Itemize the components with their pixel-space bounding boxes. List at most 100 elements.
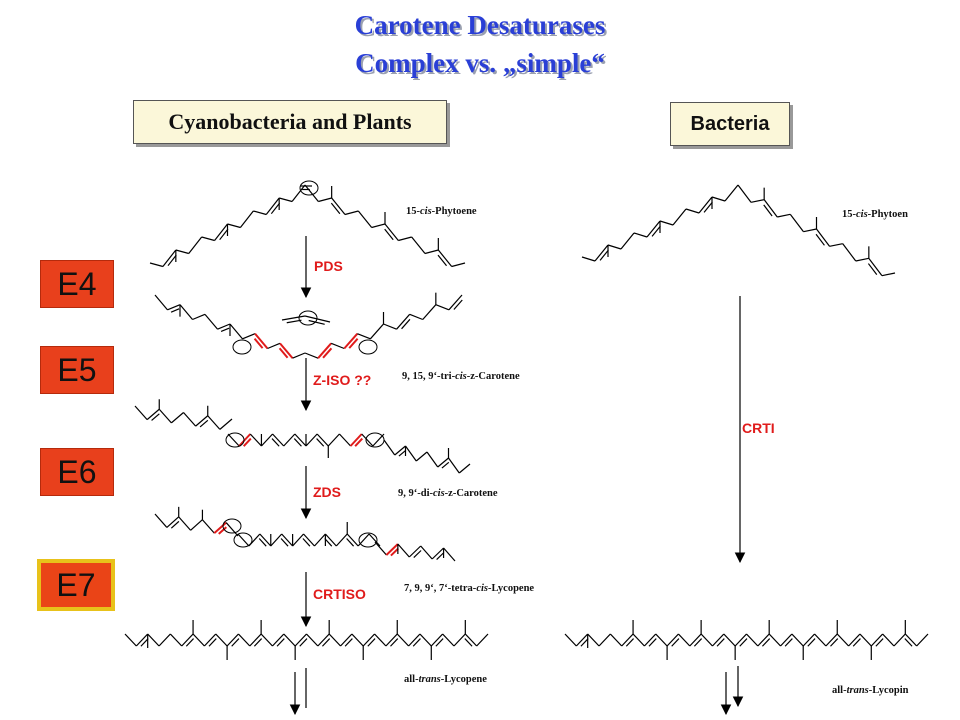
molecule-zeta-dicis-a-bond [134, 405, 148, 421]
molecule-lycopene-trans-right-double-bond [761, 638, 771, 647]
molecule-lycopene-trans-left-double-bond [390, 638, 399, 647]
molecule-zeta-dicis-b-bond [283, 433, 296, 447]
molecule-zeta-dicis-c-bond [383, 439, 396, 456]
molecule-lycopene-trans-right-bond [768, 633, 781, 647]
molecule-lycopene-tetracis-b-isomer-circle [358, 532, 378, 548]
molecule-lycopene-trans-left-bond [283, 633, 296, 647]
molecule-zeta-tricis-b-bond [369, 323, 384, 340]
compound-label-lycopene-trans-right: all-trans-Lycopin [832, 685, 909, 696]
molecule-phytoene-left-b-bond [451, 262, 466, 268]
compound-label-phytoene-left: 15-cis-Phytoene [406, 206, 477, 217]
molecule-lycopene-trans-right-double-bond [875, 638, 884, 647]
molecule-lycopene-trans-left-bond [385, 633, 398, 647]
molecule-phytoene-left-a-bond [279, 197, 293, 203]
molecule-zeta-dicis-b-double-bond [242, 437, 252, 447]
molecule-lycopene-trans-right-bond [734, 633, 747, 647]
molecule-zeta-tricis-top-double-bond [308, 319, 325, 325]
molecule-lycopene-trans-right-bond [598, 633, 611, 647]
molecule-lycopene-trans-left-bond [215, 633, 228, 647]
molecule-phytoene-right-a-bond [698, 196, 713, 214]
molecule-lycopene-trans-left-bond [192, 633, 205, 647]
enzyme-label-zds: ZDS [313, 484, 341, 500]
molecule-lycopene-tetracis-a-bond [154, 513, 168, 528]
molecule-zeta-tricis-top-bond [281, 315, 306, 321]
molecule-phytoene-right-b-bond [737, 184, 752, 203]
molecule-lycopene-trans-left-double-bond [367, 638, 376, 647]
molecule-lycopene-tetracis-b-double-bond [346, 538, 355, 547]
molecule-phytoene-left-a-double-bond [167, 254, 177, 267]
molecule-phytoene-right-a-bond [672, 208, 687, 226]
molecule-phytoene-left-b-bond [398, 236, 412, 242]
molecule-zeta-tricis-b-bond [448, 294, 463, 311]
molecule-lycopene-trans-right-bond [859, 633, 872, 647]
group-label-cyanobacteria-plants: Cyanobacteria and Plants [133, 100, 447, 144]
page-title: Carotene Desaturases [354, 10, 606, 40]
molecule-zeta-tricis-a-double-bond [253, 337, 264, 349]
molecule-phytoene-left-b-double-bond [437, 254, 448, 267]
molecule-zeta-tricis-a-bond [204, 313, 218, 330]
stage-box-e7: E7 [37, 559, 115, 611]
molecule-lycopene-tetracis-b-bond [357, 533, 370, 547]
molecule-phytoene-right-a-bond [724, 184, 739, 202]
molecule-lycopene-trans-left-double-bond [140, 638, 149, 647]
molecule-lycopene-tetracis-c-bond [385, 543, 399, 556]
molecule-zeta-dicis-a-bond [158, 408, 172, 424]
molecule-zeta-dicis-b-bond [338, 433, 352, 447]
molecule-lycopene-trans-left-bond [430, 633, 444, 647]
molecule-lycopene-trans-right-bond [814, 633, 827, 647]
molecule-lycopene-trans-left-bond [328, 633, 341, 647]
molecule-lycopene-trans-right-bond [723, 633, 736, 647]
molecule-lycopene-trans-left-double-bond [344, 638, 353, 647]
molecule-zeta-tricis-a-bond [179, 304, 193, 320]
molecule-lycopene-trans-left-double-bond [185, 638, 195, 647]
molecule-lycopene-trans-left-bond [249, 633, 262, 647]
molecule-lycopene-tetracis-c-bond [408, 545, 422, 558]
molecule-zeta-tricis-a-double-bond [170, 308, 180, 313]
molecule-zeta-tricis-a-double-bond [278, 347, 289, 359]
molecule-zeta-dicis-a [134, 399, 233, 430]
molecule-zeta-dicis-b-bond [272, 433, 285, 447]
compound-label-zeta-carotene-dicis: 9, 9‘-di-cis-z-Carotene [398, 488, 498, 499]
molecule-zeta-tricis-b-bond [435, 304, 450, 311]
molecule-phytoene-left-a [149, 184, 306, 268]
molecule-lycopene-trans-left-bond [272, 633, 285, 647]
molecule-lycopene-trans-left-bond [135, 633, 149, 647]
molecule-lycopene-tetracis-c-bond [431, 547, 444, 560]
molecule-lycopene-trans-right-bond [666, 633, 679, 647]
molecule-lycopene-tetracis-b-bond [346, 533, 359, 547]
stage-box-e6: E6 [40, 448, 114, 496]
molecule-phytoene-right-b-bond [881, 272, 896, 277]
molecule-zeta-tricis-b-bond [409, 313, 423, 321]
molecule-phytoene-right-b-double-bond [867, 263, 878, 276]
molecule-lycopene-tetracis-b-bond [335, 533, 348, 547]
molecule-zeta-tricis-a-double-bond [220, 327, 230, 333]
molecule-zeta-tricis-top [281, 310, 331, 326]
molecule-lycopene-trans-right-bond [575, 633, 589, 647]
molecule-lycopene-trans-right-bond [621, 633, 634, 647]
group-label-bacteria: Bacteria [670, 102, 790, 146]
molecule-lycopene-trans-left-bond [226, 633, 239, 647]
molecule-phytoene-left-a-bond [162, 249, 177, 267]
molecule-phytoene-left-a-bond [291, 184, 306, 202]
molecule-lycopene-trans-right-bond [791, 633, 804, 647]
molecule-phytoene-right-b-double-bond [815, 233, 825, 246]
molecule-lycopene-trans-left-bond [453, 633, 466, 647]
molecule-phytoene-right-a-double-bond [703, 201, 713, 213]
molecule-zeta-tricis-b-bond [317, 342, 332, 359]
molecule-lycopene-tetracis-b-bond [368, 533, 381, 547]
molecule-zeta-tricis-b-bond [422, 304, 437, 320]
molecule-lycopene-tetracis-c-double-bond [436, 552, 445, 560]
molecule-lycopene-tetracis-b-bond [281, 533, 294, 547]
molecule-zeta-dicis-b-bond [238, 433, 252, 447]
molecule-lycopene-tetracis-c-double-bond [390, 547, 399, 557]
molecule-lycopene-trans-left-bond [442, 633, 455, 647]
molecule-zeta-tricis-b-bond [343, 333, 359, 350]
molecule-zeta-dicis-a-bond [195, 415, 209, 427]
stage-box-e5: E5 [40, 346, 114, 394]
molecule-lycopene-trans-right-bond [757, 633, 770, 647]
page-subtitle: Complex vs. „simple“ [355, 48, 605, 78]
molecule-phytoene-left-b-bond [344, 210, 359, 216]
molecule-zeta-tricis-b-double-bond [348, 337, 359, 349]
molecule-zeta-dicis-b-bond [260, 433, 274, 447]
molecule-phytoene-left-b-bond [371, 223, 386, 229]
